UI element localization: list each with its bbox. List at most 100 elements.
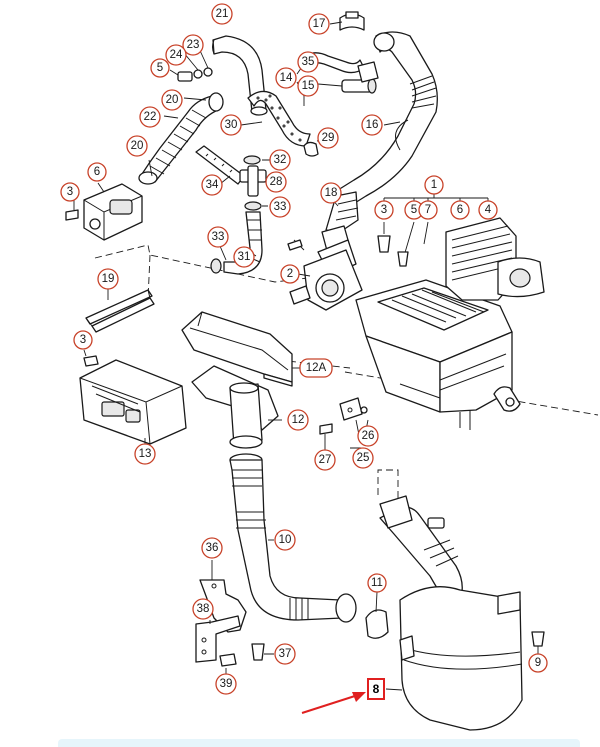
- svg-text:10: 10: [279, 534, 292, 546]
- svg-text:7: 7: [425, 204, 431, 216]
- callout-13[interactable]: 13: [134, 443, 156, 465]
- callout-24[interactable]: 24: [165, 44, 187, 66]
- resonator-8: [379, 495, 523, 731]
- strip-19: [85, 289, 155, 333]
- svg-text:1: 1: [431, 179, 437, 191]
- svg-text:33: 33: [212, 231, 225, 243]
- hose-16: [337, 31, 438, 207]
- svg-text:25: 25: [357, 452, 370, 464]
- svg-text:5: 5: [411, 204, 417, 216]
- callout-1[interactable]: 1: [424, 175, 444, 195]
- callout-20[interactable]: 20: [161, 89, 183, 111]
- svg-text:9: 9: [535, 657, 541, 669]
- flange-2: [289, 249, 363, 311]
- callout-27[interactable]: 27: [314, 449, 336, 471]
- callout-19[interactable]: 19: [97, 268, 119, 290]
- callout-3[interactable]: 3: [60, 182, 80, 202]
- fittings-23-24-5: [169, 43, 213, 82]
- svg-text:39: 39: [220, 678, 233, 690]
- callout-9[interactable]: 9: [528, 653, 548, 673]
- callout-16[interactable]: 16: [361, 114, 383, 136]
- svg-text:18: 18: [325, 187, 338, 199]
- svg-text:6: 6: [94, 166, 100, 178]
- svg-text:36: 36: [206, 542, 219, 554]
- clamp-11: [335, 593, 389, 639]
- svg-text:12: 12: [292, 414, 305, 426]
- svg-text:3: 3: [80, 334, 86, 346]
- svg-text:11: 11: [371, 577, 383, 589]
- svg-text:20: 20: [131, 140, 144, 152]
- callout-18[interactable]: 18: [320, 182, 342, 204]
- callout-17[interactable]: 17: [308, 13, 330, 35]
- clamp-17: [339, 11, 365, 31]
- screw-9: [531, 631, 545, 647]
- pipe-12: [191, 365, 279, 449]
- svg-text:34: 34: [206, 179, 219, 191]
- bolt-37: [251, 643, 265, 661]
- svg-text:20: 20: [166, 94, 179, 106]
- callout-8-highlighted[interactable]: 8: [367, 678, 385, 700]
- callout-36[interactable]: 36: [201, 537, 223, 559]
- svg-text:12A: 12A: [306, 362, 327, 374]
- callout-22[interactable]: 22: [139, 106, 161, 128]
- callout-20[interactable]: 20: [126, 135, 148, 157]
- callout-2[interactable]: 2: [280, 264, 300, 284]
- bottom-panel-edge: [58, 739, 580, 747]
- hose-21: [212, 35, 268, 116]
- callout-38[interactable]: 38: [192, 598, 214, 620]
- svg-text:8: 8: [373, 682, 380, 696]
- bolt-3-lower: [83, 355, 99, 367]
- callout-11[interactable]: 11: [367, 573, 387, 593]
- callout-12A[interactable]: 12A: [299, 358, 333, 378]
- callout-15[interactable]: 15: [297, 75, 319, 97]
- pointer-arrow: [301, 692, 366, 714]
- callout-39[interactable]: 39: [215, 673, 237, 695]
- callout-25[interactable]: 25: [352, 447, 374, 469]
- callout-23[interactable]: 23: [182, 34, 204, 56]
- svg-text:21: 21: [216, 8, 229, 20]
- callout-31[interactable]: 31: [233, 246, 255, 268]
- callout-28[interactable]: 28: [265, 171, 287, 193]
- callout-37[interactable]: 37: [274, 643, 296, 665]
- bolt-39: [219, 653, 237, 667]
- bolt-3: [287, 239, 303, 251]
- svg-text:13: 13: [139, 448, 152, 460]
- svg-text:19: 19: [102, 273, 115, 285]
- callout-3[interactable]: 3: [374, 200, 394, 220]
- callout-7[interactable]: 7: [418, 200, 438, 220]
- svg-text:26: 26: [362, 430, 375, 442]
- callout-6[interactable]: 6: [87, 162, 107, 182]
- svg-text:2: 2: [287, 268, 293, 280]
- svg-text:29: 29: [322, 132, 335, 144]
- leader-1: [383, 193, 489, 205]
- callout-33[interactable]: 33: [269, 196, 291, 218]
- svg-text:22: 22: [144, 111, 157, 123]
- svg-text:15: 15: [302, 80, 315, 92]
- svg-text:38: 38: [197, 603, 210, 615]
- svg-text:37: 37: [279, 648, 292, 660]
- svg-text:28: 28: [270, 176, 283, 188]
- callout-21[interactable]: 21: [211, 3, 233, 25]
- hose-22: [138, 92, 224, 185]
- svg-text:35: 35: [302, 56, 315, 68]
- svg-text:16: 16: [366, 119, 379, 131]
- callout-26[interactable]: 26: [357, 425, 379, 447]
- callout-6[interactable]: 6: [450, 200, 470, 220]
- callout-3[interactable]: 3: [73, 330, 93, 350]
- callout-34[interactable]: 34: [201, 174, 223, 196]
- clip-29: [303, 141, 319, 157]
- svg-text:5: 5: [157, 62, 163, 74]
- callout-12[interactable]: 12: [287, 409, 309, 431]
- callout-35[interactable]: 35: [297, 51, 319, 73]
- callout-30[interactable]: 30: [220, 114, 242, 136]
- callout-10[interactable]: 10: [274, 529, 296, 551]
- callout-14[interactable]: 14: [275, 67, 297, 89]
- svg-text:27: 27: [319, 454, 332, 466]
- callout-5[interactable]: 5: [150, 58, 170, 78]
- callout-32[interactable]: 32: [269, 149, 291, 171]
- callout-4[interactable]: 4: [478, 200, 498, 220]
- callout-29[interactable]: 29: [317, 127, 339, 149]
- svg-text:3: 3: [67, 186, 73, 198]
- callout-33[interactable]: 33: [207, 226, 229, 248]
